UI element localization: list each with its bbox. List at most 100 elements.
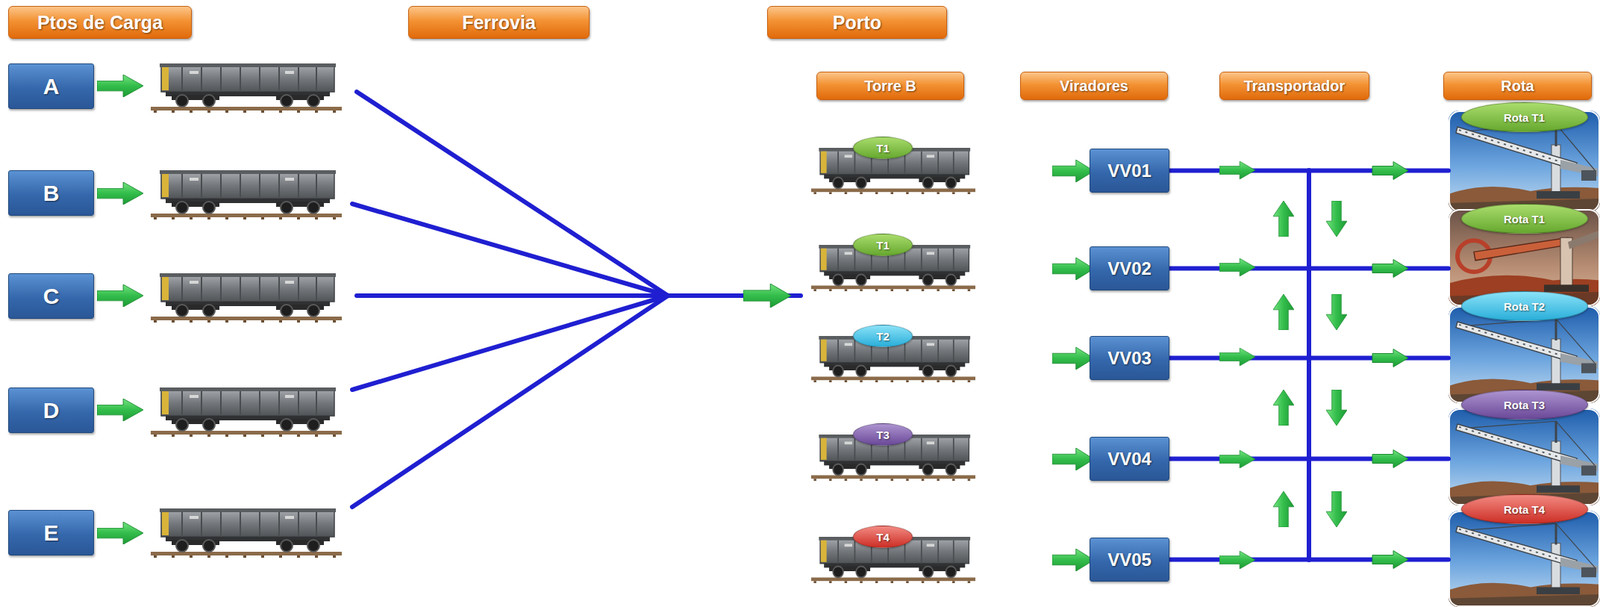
up-arrow [1273, 491, 1295, 527]
node-label: Rota T3 [1461, 389, 1589, 420]
wagon [150, 508, 342, 558]
track-tag: T3 [852, 423, 913, 446]
down-arrow [1326, 491, 1348, 527]
node-label: A [43, 73, 60, 100]
conveyor-bus [1306, 170, 1312, 560]
conveyor-line [1169, 355, 1449, 361]
flow-arrow [1052, 548, 1095, 571]
track-tag: T2 [852, 324, 913, 348]
flow-arrow [1052, 159, 1095, 183]
node-label: T1 [876, 238, 890, 252]
route-node: Rota T2 [1448, 291, 1600, 403]
node-label: T4 [876, 530, 890, 544]
flow-arrow [1219, 161, 1256, 180]
car-dumper: VV01 [1089, 148, 1170, 193]
car-dumper: VV05 [1089, 537, 1170, 582]
track-tag: T1 [852, 233, 913, 256]
arrow-head [1372, 450, 1409, 468]
section-header: Ferrovia [408, 5, 590, 39]
node-label: T3 [876, 428, 890, 442]
railway-line [352, 203, 668, 296]
loading-point: A [8, 63, 95, 109]
section-header: Torre B [816, 71, 965, 100]
node-label: VV05 [1107, 549, 1152, 571]
route-node: Rota T3 [1448, 389, 1600, 506]
wagon [150, 273, 342, 323]
flow-arrow [97, 398, 144, 421]
flow-arrow [743, 283, 792, 308]
stacker-photo [1448, 408, 1600, 506]
node-label: Ferrovia [461, 11, 536, 34]
track-tag: T1 [852, 136, 913, 159]
node-label: VV03 [1107, 347, 1152, 369]
node-label: Porto [832, 11, 882, 34]
down-arrow [1326, 294, 1348, 330]
node-label: Rota T1 [1461, 203, 1589, 234]
flow-arrow [1052, 257, 1095, 280]
loading-point: C [8, 273, 95, 319]
route-node: Rota T4 [1448, 494, 1600, 607]
flow-arrow [1052, 347, 1095, 370]
flow-arrow [97, 521, 144, 545]
down-arrow [1326, 389, 1348, 426]
section-header: Viradores [1020, 71, 1168, 100]
railway-line [667, 293, 801, 298]
node-label: Viradores [1059, 77, 1129, 95]
loading-point: E [8, 509, 95, 556]
node-label: VV02 [1107, 258, 1152, 280]
arrow-head [1372, 550, 1409, 569]
conveyor-line [1169, 456, 1449, 462]
arrow-head [1372, 259, 1409, 278]
node-label: Ptos de Carga [37, 11, 163, 34]
loading-point: B [8, 170, 95, 216]
node-label: Rota T2 [1461, 291, 1589, 321]
flow-arrow [97, 182, 144, 205]
conveyor-line [1169, 266, 1449, 271]
flow-arrow [1219, 258, 1256, 277]
railway-line [356, 293, 668, 298]
conveyor-line [1169, 168, 1449, 174]
wagon [150, 63, 342, 113]
wagon [150, 170, 342, 220]
up-arrow [1273, 389, 1295, 426]
section-header: Transportador [1219, 71, 1370, 100]
flow-arrow [1219, 550, 1256, 569]
railway-line [352, 295, 668, 390]
track-tag: T4 [852, 525, 913, 548]
down-arrow [1326, 200, 1348, 237]
wagon [150, 387, 342, 437]
railway-line [352, 295, 668, 507]
car-dumper: VV02 [1089, 246, 1170, 291]
node-label: T1 [876, 141, 890, 155]
node-label: Torre B [864, 77, 917, 95]
node-label: C [43, 283, 60, 309]
up-arrow [1273, 294, 1295, 330]
car-dumper: VV04 [1089, 436, 1170, 481]
flow-arrow [1219, 450, 1256, 468]
flow-arrow [97, 284, 144, 307]
route-node: Rota T1 [1448, 102, 1600, 212]
node-label: VV04 [1107, 448, 1152, 470]
loading-point: D [8, 387, 95, 433]
railway-lines [352, 91, 801, 507]
node-label: B [43, 180, 60, 206]
section-header: Ptos de Carga [8, 5, 192, 39]
node-label: T2 [876, 329, 890, 343]
stacker-photo [1448, 510, 1600, 607]
flow-arrow [1219, 347, 1256, 366]
arrow-head [1372, 161, 1409, 180]
up-arrow [1273, 200, 1295, 237]
node-label: VV01 [1107, 160, 1152, 182]
arrow-head [1372, 349, 1409, 368]
flow-arrow [97, 74, 144, 98]
node-label: E [43, 520, 59, 546]
conveyor-line [1169, 557, 1449, 562]
node-label: Rota T1 [1461, 102, 1589, 133]
flow-arrow [1052, 447, 1095, 471]
node-label: D [43, 397, 60, 424]
railway-line [356, 91, 668, 296]
car-dumper: VV03 [1089, 335, 1170, 380]
node-label: Rota T4 [1461, 494, 1589, 524]
section-header: Porto [767, 5, 948, 39]
